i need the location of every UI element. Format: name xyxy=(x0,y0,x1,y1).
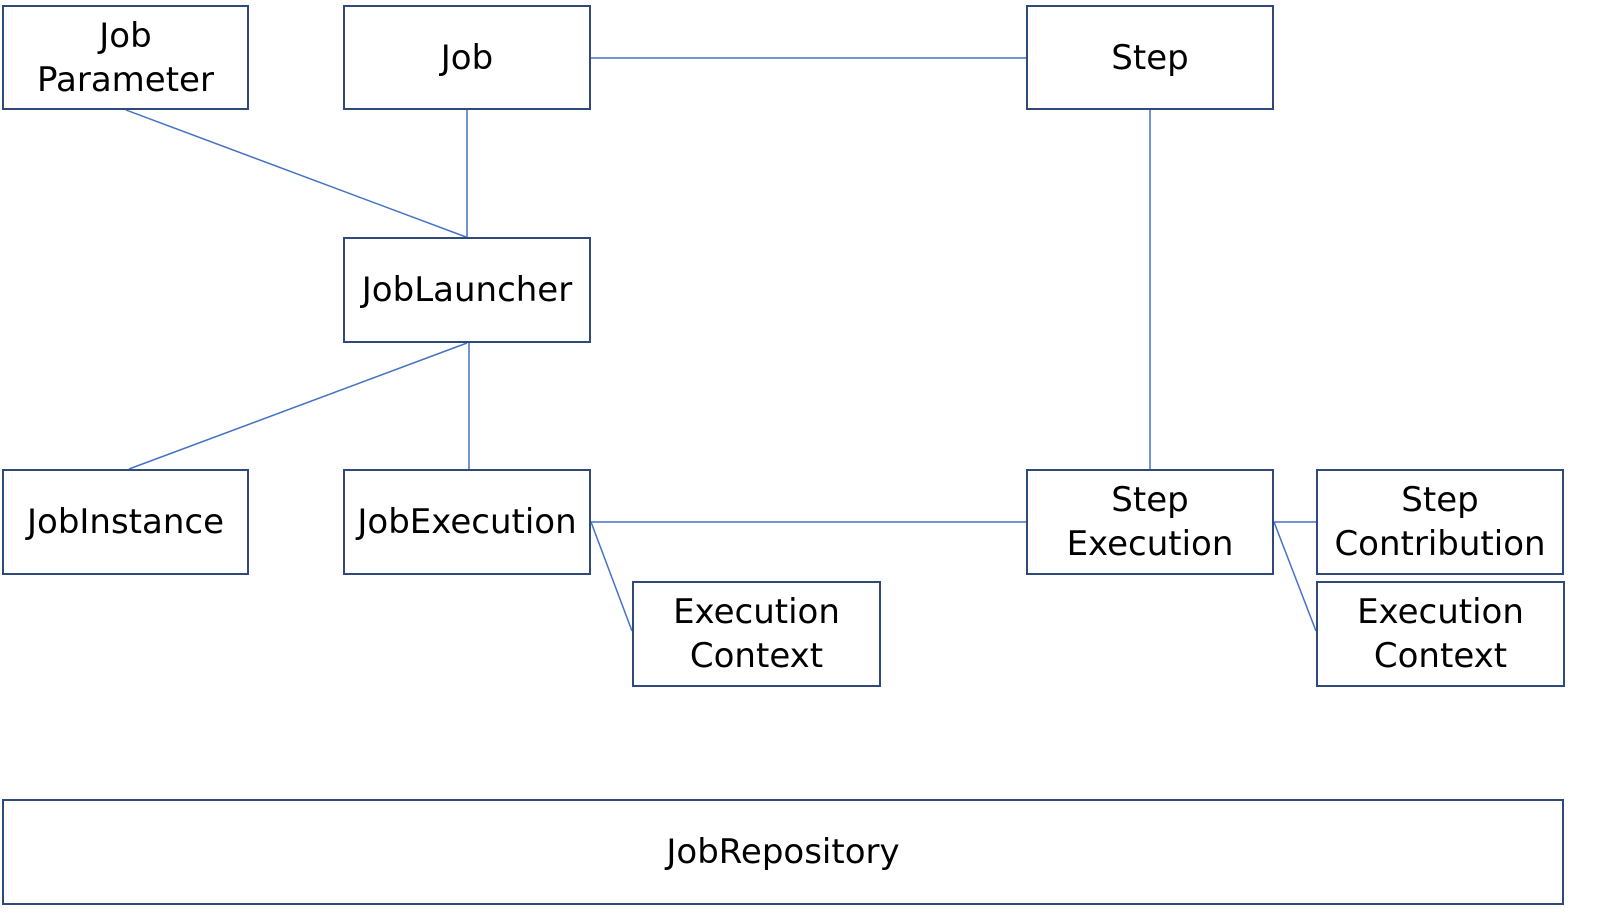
job-launcher-node[interactable]: JobLauncher xyxy=(343,237,591,343)
step-contribution-node[interactable]: Step Contribution xyxy=(1316,469,1564,575)
step-node[interactable]: Step xyxy=(1026,5,1274,110)
node-label: Execution Context xyxy=(673,592,840,676)
job-execution-node[interactable]: JobExecution xyxy=(343,469,591,575)
node-label: Step Contribution xyxy=(1334,480,1546,564)
step-execution-context-node[interactable]: Execution Context xyxy=(1316,581,1565,687)
node-label: Step Execution xyxy=(1066,480,1234,564)
edge-jobparameter-joblauncher xyxy=(125,109,467,238)
step-execution-node[interactable]: Step Execution xyxy=(1026,469,1274,575)
node-label: JobInstance xyxy=(26,502,225,542)
edge-joblauncher-jobinstance xyxy=(128,342,468,470)
node-label: JobExecution xyxy=(357,502,577,542)
job-parameter-node[interactable]: Job Parameter xyxy=(2,5,249,110)
node-label: JobLauncher xyxy=(361,270,573,310)
job-instance-node[interactable]: JobInstance xyxy=(2,469,249,575)
job-node[interactable]: Job xyxy=(343,5,591,110)
node-label: Job Parameter xyxy=(37,15,214,100)
node-label: Execution Context xyxy=(1357,592,1524,676)
node-label: Job xyxy=(440,37,494,78)
node-label: JobRepository xyxy=(666,832,900,872)
job-execution-context-node[interactable]: Execution Context xyxy=(632,581,881,687)
edge-stepexecution-executioncontext xyxy=(1273,521,1317,632)
node-label: Step xyxy=(1111,37,1189,78)
job-repository-node[interactable]: JobRepository xyxy=(2,799,1564,905)
edge-jobexecution-executioncontext xyxy=(590,521,633,632)
